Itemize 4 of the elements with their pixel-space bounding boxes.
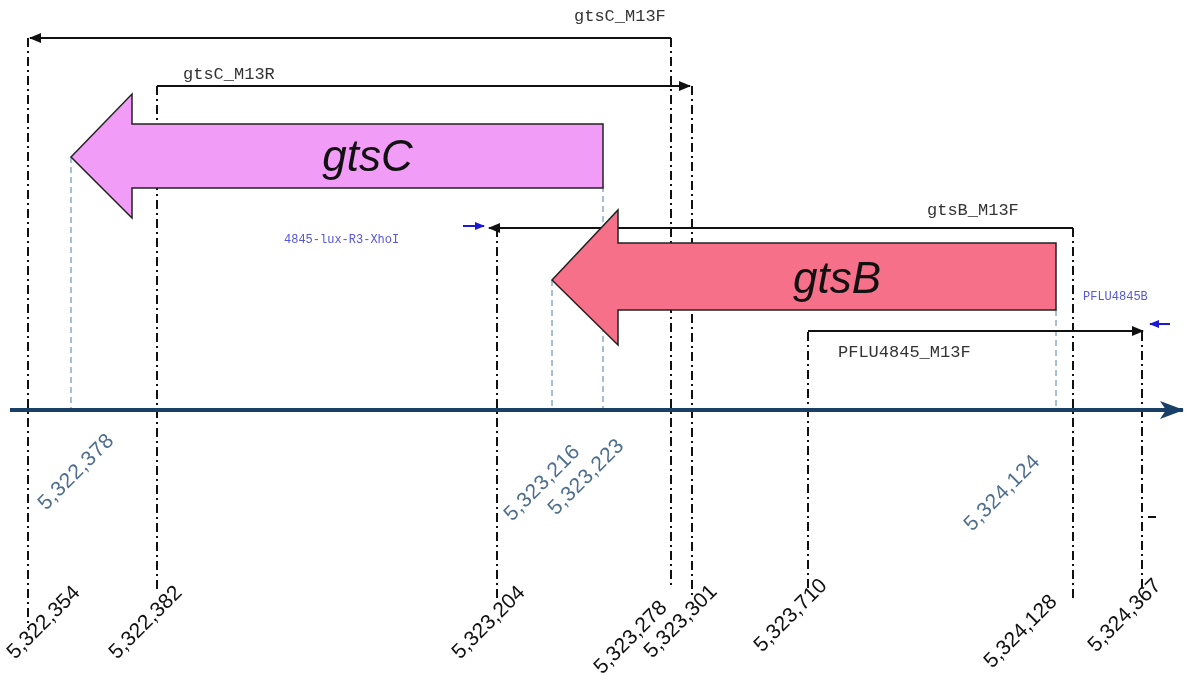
gene-arrow: gtsC	[71, 94, 603, 218]
primer-label: 4845-lux-R3-XhoI	[284, 234, 400, 246]
primer-label: gtsC_M13F	[574, 8, 666, 25]
primer-label: PFLU4845B	[1083, 291, 1148, 303]
